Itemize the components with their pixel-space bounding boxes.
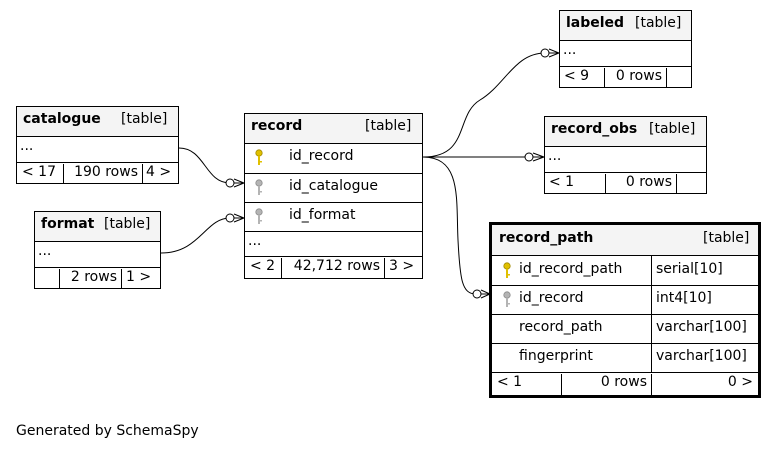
column-name: id_catalogue (289, 178, 378, 194)
table-name: record (251, 118, 303, 134)
children-count[interactable] (676, 174, 706, 193)
table-kind: [table] (649, 121, 696, 137)
column-row[interactable]: id_record int4[10] (492, 285, 758, 314)
table-footer: < 1 0 rows 0 > (492, 372, 758, 395)
table-kind: [table] (365, 118, 412, 134)
column-name: record_path (519, 319, 603, 335)
parents-count[interactable]: < 2 (250, 258, 276, 274)
table-record-path[interactable]: record_path [table] id_record_path seria… (489, 222, 761, 398)
parents-count[interactable]: < 1 (497, 374, 523, 390)
edge-end-circle (524, 152, 534, 162)
row-count: 42,712 rows (281, 258, 384, 278)
table-format[interactable]: format [table] ... 2 rows 1 > (34, 211, 161, 289)
table-header: record [table] (245, 114, 422, 143)
table-header: format [table] (35, 212, 160, 241)
primary-key-icon (255, 149, 263, 165)
children-count[interactable]: 3 > (384, 258, 422, 278)
parents-count[interactable]: < 9 (564, 68, 590, 84)
table-footer: 2 rows 1 > (35, 267, 160, 288)
foreign-key-icon (255, 179, 263, 195)
children-count[interactable]: 0 > (651, 374, 758, 395)
table-kind: [table] (635, 15, 682, 31)
children-count[interactable] (666, 68, 691, 87)
columns-ellipsis: ... (563, 42, 577, 58)
table-kind: [table] (104, 216, 151, 232)
table-record[interactable]: record [table] id_record id_catalogue id… (244, 113, 423, 279)
table-header: record_path [table] (492, 225, 758, 255)
table-row-ellipsis: ... (17, 136, 178, 162)
generated-by-label: Generated by SchemaSpy (16, 423, 199, 439)
edge-crowfoot (233, 213, 246, 223)
edge-crowfoot (532, 152, 546, 162)
row-count: 0 rows (604, 68, 666, 87)
column-type: varchar[100] (651, 315, 747, 343)
table-row-ellipsis: ... (245, 231, 422, 256)
edge-end-circle (540, 48, 550, 58)
column-type: int4[10] (651, 286, 712, 314)
table-footer: < 9 0 rows (560, 66, 691, 87)
column-type: serial[10] (651, 256, 723, 285)
foreign-key-icon (255, 208, 263, 224)
table-footer: < 1 0 rows (545, 172, 706, 193)
column-name: id_record_path (519, 261, 623, 277)
edge-end-circle (472, 289, 482, 299)
table-header: record_obs [table] (545, 117, 706, 146)
edge-catalogue-record (178, 147, 231, 184)
children-count[interactable]: 4 > (142, 164, 178, 183)
column-row[interactable]: id_catalogue (245, 173, 422, 202)
columns-ellipsis: ... (248, 233, 262, 249)
edge-crowfoot (548, 48, 561, 58)
table-name: labeled (566, 15, 625, 31)
edge-record-record-path (422, 156, 477, 295)
column-name: id_format (289, 207, 356, 223)
table-name: catalogue (23, 111, 101, 127)
edge-record-labeled (422, 52, 546, 158)
edge-crowfoot (233, 178, 246, 188)
row-count: 190 rows (63, 164, 142, 183)
row-count: 0 rows (605, 174, 676, 193)
primary-key-icon (503, 262, 511, 278)
table-name: record_path (499, 230, 594, 246)
table-row-ellipsis: ... (35, 241, 160, 267)
edge-end-circle (225, 178, 235, 188)
children-count[interactable]: 1 > (121, 269, 160, 288)
table-name: record_obs (551, 121, 638, 137)
row-count: 2 rows (59, 269, 121, 288)
column-name: fingerprint (519, 348, 593, 364)
foreign-key-icon (503, 291, 511, 307)
edge-end-circle (225, 213, 235, 223)
table-header: labeled [table] (560, 11, 691, 40)
column-name: id_record (519, 290, 584, 306)
column-type: varchar[100] (651, 344, 747, 372)
parents-count[interactable]: < 1 (549, 174, 575, 190)
table-labeled[interactable]: labeled [table] ... < 9 0 rows (559, 10, 692, 88)
column-row[interactable]: id_format (245, 202, 422, 231)
table-kind: [table] (703, 230, 750, 246)
table-name: format (41, 216, 95, 232)
table-header: catalogue [table] (17, 107, 178, 136)
table-footer: < 2 42,712 rows 3 > (245, 256, 422, 278)
columns-ellipsis: ... (38, 243, 52, 259)
columns-ellipsis: ... (20, 138, 34, 154)
table-footer: < 17 190 rows 4 > (17, 162, 178, 183)
table-record-obs[interactable]: record_obs [table] ... < 1 0 rows (544, 116, 707, 194)
parents-count[interactable]: < 17 (22, 164, 56, 180)
table-kind: [table] (121, 111, 168, 127)
column-name: id_record (289, 148, 354, 164)
columns-ellipsis: ... (548, 148, 562, 164)
table-row-ellipsis: ... (545, 146, 706, 172)
edge-format-record (160, 217, 231, 254)
row-count: 0 rows (561, 374, 651, 395)
column-row[interactable]: id_record (245, 143, 422, 173)
column-row[interactable]: id_record_path serial[10] (492, 255, 758, 285)
table-row-ellipsis: ... (560, 40, 691, 66)
column-row[interactable]: record_path varchar[100] (492, 314, 758, 343)
table-catalogue[interactable]: catalogue [table] ... < 17 190 rows 4 > (16, 106, 179, 184)
column-row[interactable]: fingerprint varchar[100] (492, 343, 758, 372)
